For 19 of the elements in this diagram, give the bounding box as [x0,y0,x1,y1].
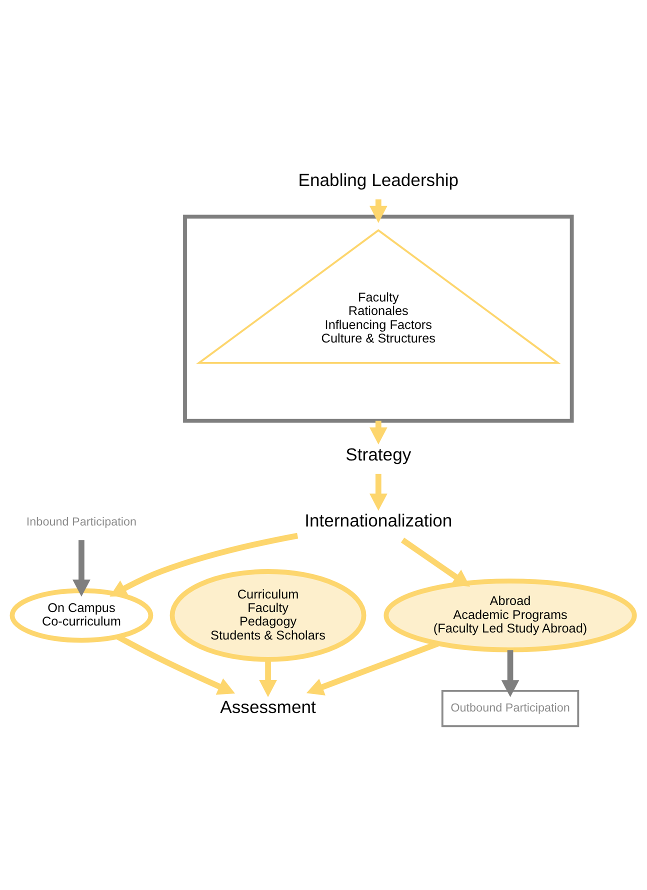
arrow [369,199,388,223]
node-ellipse: Abroad Academic Programs (Faculty Led Study Abroad) [384,578,637,652]
node-ellipse: On Campus Co-curriculum [10,588,154,643]
node-text: Strategy [346,444,412,464]
node-text: Internationalization [304,510,452,531]
arrow [400,538,470,587]
node-box: Outbound Participation [441,690,580,728]
arrow [110,532,298,597]
cluster [183,214,574,423]
arrow [501,650,520,698]
arrow [369,474,388,511]
node-text: Enabling Leadership [298,170,459,190]
arrow [116,634,236,695]
node-text: Assessment [220,696,316,717]
arrow [369,420,388,444]
arrow [259,660,277,698]
arrow [72,540,90,597]
node-ellipse: Curriculum Faculty Pedagogy Students & Scholars [170,569,366,662]
node-text: Inbound Participation [26,515,137,528]
